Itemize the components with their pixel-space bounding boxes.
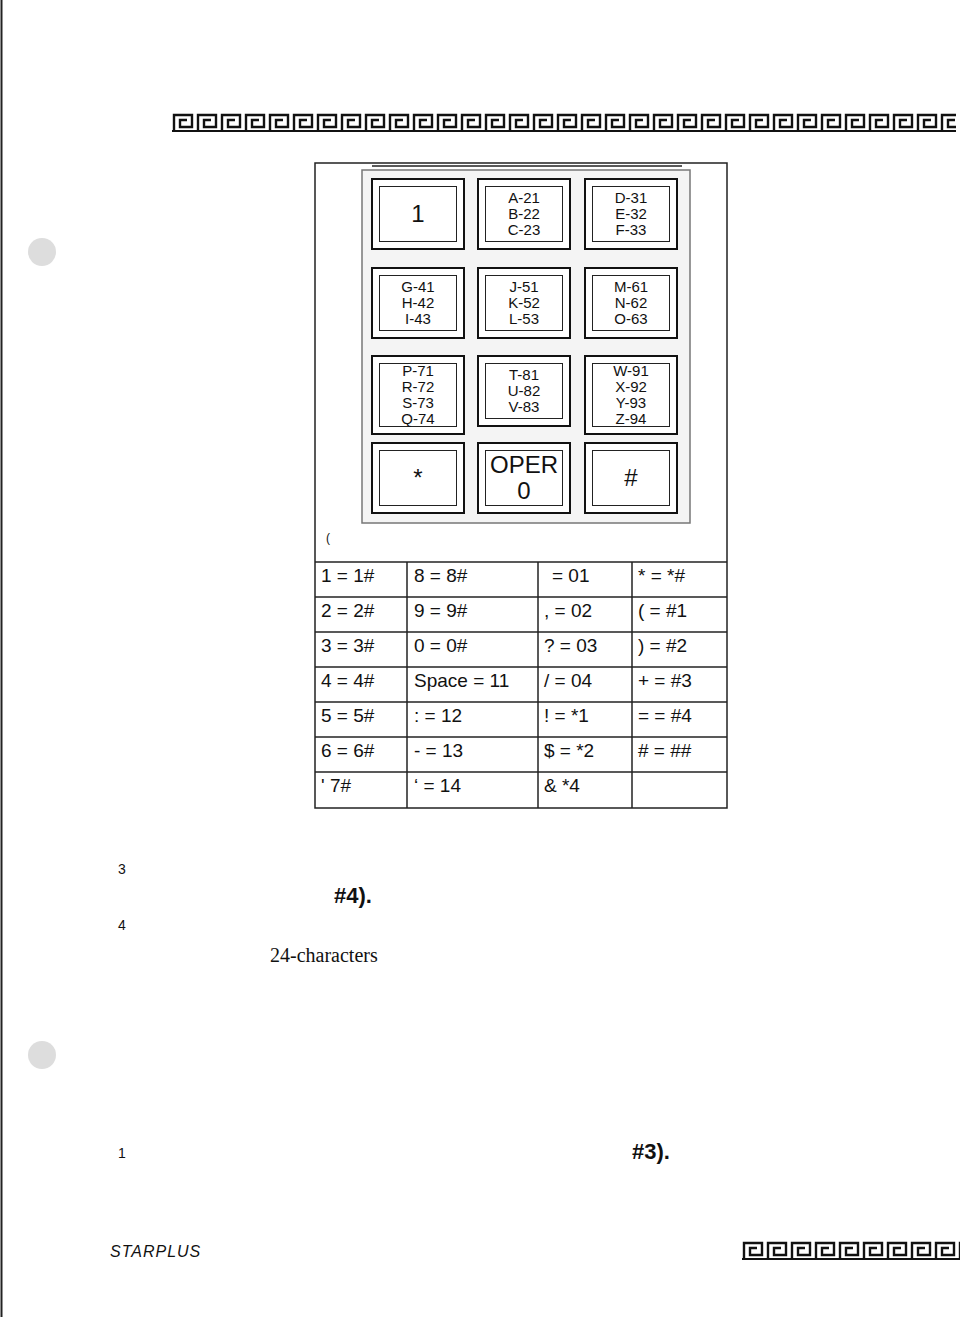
table-cell: 5 = 5# bbox=[321, 706, 374, 727]
keypad-key: OPER0 bbox=[477, 442, 571, 514]
table-cell: 3 = 3# bbox=[321, 636, 374, 657]
keypad-key: M-61N-62O-63 bbox=[584, 267, 678, 339]
keypad-key: P-71R-72S-73Q-74 bbox=[371, 355, 465, 435]
scan-speck bbox=[28, 238, 56, 1069]
keypad-key: A-21B-22C-23 bbox=[477, 178, 571, 250]
table-cell: 0 = 0# bbox=[414, 636, 467, 657]
table-cell: ) = #2 bbox=[638, 636, 687, 657]
table-cell: 2 = 2# bbox=[321, 601, 374, 622]
table-cell: + = #3 bbox=[638, 671, 692, 692]
table-cell: ( = #1 bbox=[638, 601, 687, 622]
table-cell: * = *# bbox=[638, 566, 685, 587]
key-label: V-83 bbox=[509, 399, 540, 415]
key-label: OPER bbox=[490, 452, 558, 478]
key-label: Q-74 bbox=[401, 411, 434, 427]
keypad-key: * bbox=[371, 442, 465, 514]
page-text: STARPLUS bbox=[110, 1243, 201, 1261]
key-label: H-42 bbox=[402, 295, 435, 311]
table-cell: ‘ = 14 bbox=[414, 776, 461, 797]
key-label: R-72 bbox=[402, 379, 435, 395]
key-label: Y-93 bbox=[616, 395, 646, 411]
keypad-panel bbox=[362, 170, 690, 523]
table-cell: ' 7# bbox=[321, 776, 351, 797]
table-cell: 8 = 8# bbox=[414, 566, 467, 587]
keypad-key: W-91X-92Y-93Z-94 bbox=[584, 355, 678, 435]
greek-key-border bbox=[742, 1240, 960, 1260]
page-text: #3). bbox=[632, 1140, 670, 1164]
key-label: P-71 bbox=[402, 363, 434, 379]
table-cell: Space = 11 bbox=[414, 671, 509, 692]
key-label: G-41 bbox=[401, 279, 434, 295]
page-text: #4). bbox=[334, 884, 372, 908]
page-text: 4 bbox=[118, 918, 126, 933]
keypad-key: 1 bbox=[371, 178, 465, 250]
key-label: * bbox=[413, 465, 422, 491]
keypad-key: J-51K-52L-53 bbox=[477, 267, 571, 339]
key-label: F-33 bbox=[616, 222, 647, 238]
keypad-key: # bbox=[584, 442, 678, 514]
key-label: A-21 bbox=[508, 190, 540, 206]
key-label: J-51 bbox=[509, 279, 538, 295]
page-text: 3 bbox=[118, 862, 126, 877]
key-label: B-22 bbox=[508, 206, 540, 222]
table-cell: = 01 bbox=[552, 566, 590, 587]
keypad-key: G-41H-42I-43 bbox=[371, 267, 465, 339]
key-label: K-52 bbox=[508, 295, 540, 311]
key-label: Z-94 bbox=[616, 411, 647, 427]
page-text: 24-characters bbox=[270, 944, 378, 966]
key-label: N-62 bbox=[615, 295, 648, 311]
keypad-key: T-81U-82V-83 bbox=[477, 355, 571, 427]
table-cell: # = ## bbox=[638, 741, 691, 762]
figure-frame bbox=[315, 163, 727, 808]
key-label: L-53 bbox=[509, 311, 539, 327]
page-text: ( bbox=[326, 532, 330, 545]
key-label: E-32 bbox=[615, 206, 647, 222]
key-label: I-43 bbox=[405, 311, 431, 327]
keypad-key: D-31E-32F-33 bbox=[584, 178, 678, 250]
key-label: W-91 bbox=[613, 363, 649, 379]
table-cell: 1 = 1# bbox=[321, 566, 374, 587]
table-cell: : = 12 bbox=[414, 706, 462, 727]
key-label: C-23 bbox=[508, 222, 541, 238]
table-cell: / = 04 bbox=[544, 671, 592, 692]
key-label: S-73 bbox=[402, 395, 434, 411]
table-cell: - = 13 bbox=[414, 741, 463, 762]
key-label: U-82 bbox=[508, 383, 541, 399]
key-label: 0 bbox=[517, 478, 530, 504]
table-cell: = = #4 bbox=[638, 706, 692, 727]
margin-line bbox=[1, 0, 3, 1317]
table-grid bbox=[315, 562, 727, 808]
key-label: X-92 bbox=[615, 379, 647, 395]
table-cell: ? = 03 bbox=[544, 636, 597, 657]
key-label: D-31 bbox=[615, 190, 648, 206]
table-cell: $ = *2 bbox=[544, 741, 594, 762]
greek-key-border bbox=[172, 112, 956, 132]
table-cell: ! = *1 bbox=[544, 706, 589, 727]
table-cell: 4 = 4# bbox=[321, 671, 374, 692]
key-label: # bbox=[624, 465, 637, 491]
key-label: T-81 bbox=[509, 367, 539, 383]
key-label: M-61 bbox=[614, 279, 648, 295]
table-cell: , = 02 bbox=[544, 601, 592, 622]
page-text: 1 bbox=[118, 1146, 126, 1161]
panel-edge bbox=[372, 165, 682, 167]
key-label: 1 bbox=[411, 201, 424, 227]
key-label: O-63 bbox=[614, 311, 647, 327]
table-cell: 6 = 6# bbox=[321, 741, 374, 762]
table-cell: & *4 bbox=[544, 776, 580, 797]
table-cell: 9 = 9# bbox=[414, 601, 467, 622]
